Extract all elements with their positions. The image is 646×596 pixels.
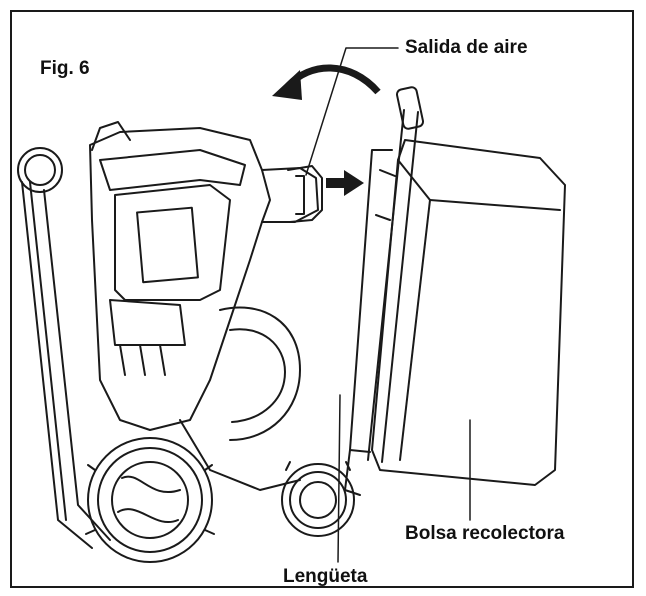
impeller-housing xyxy=(179,306,301,491)
motor-housing xyxy=(89,121,319,431)
rotation-arrow-icon xyxy=(272,64,381,100)
tab-label: Lengüeta xyxy=(283,566,368,587)
rear-wheel xyxy=(85,437,215,563)
collection-bag-label: Bolsa recolectora xyxy=(405,523,565,544)
direction-arrow-icon xyxy=(326,170,364,196)
bag-frame xyxy=(344,86,425,496)
support-tube xyxy=(17,147,111,549)
air-outlet-label: Salida de aire xyxy=(405,37,528,58)
collection-bag xyxy=(371,139,566,486)
figure-frame xyxy=(10,10,634,588)
front-wheel xyxy=(281,461,355,537)
leader-lines xyxy=(305,47,471,563)
figure-title: Fig. 6 xyxy=(40,58,90,79)
